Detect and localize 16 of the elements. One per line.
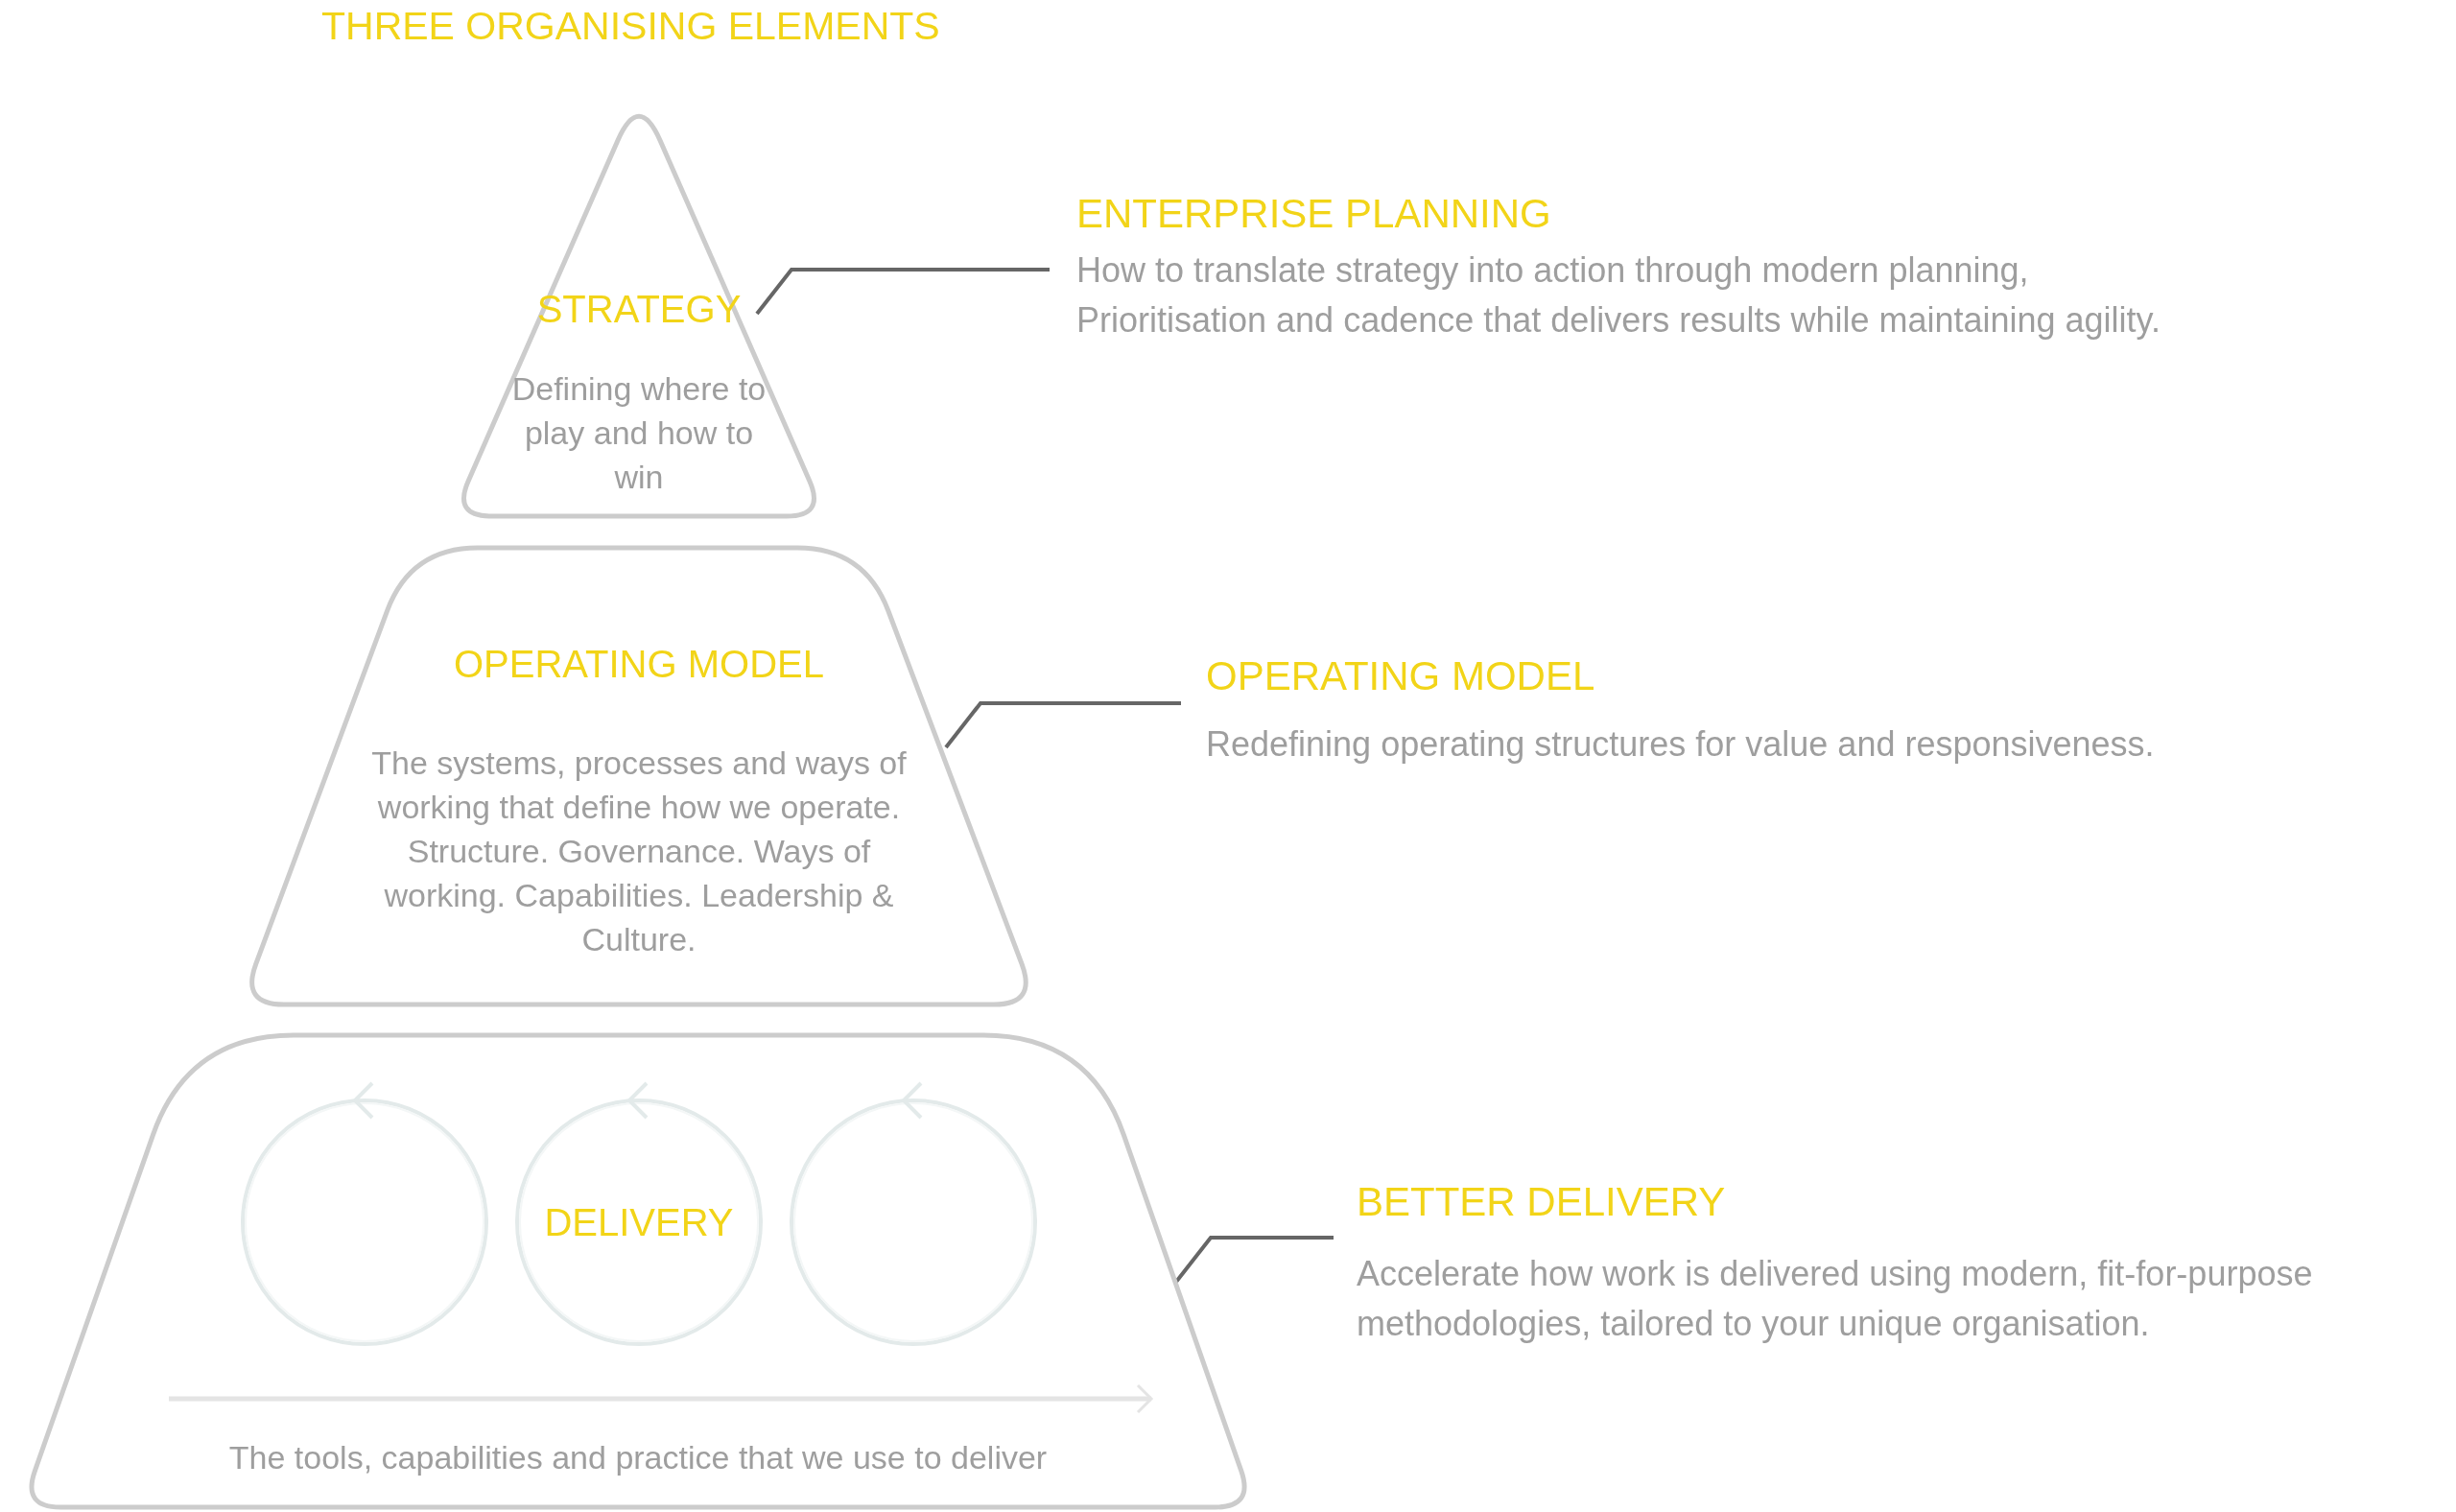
diagram-title: THREE ORGANISING ELEMENTS	[321, 3, 940, 50]
heading: STRATEGY	[535, 287, 743, 332]
heading: OPERATING MODEL	[453, 642, 825, 687]
description: Defining where to play and how to win	[510, 369, 768, 497]
leader-line	[755, 268, 1050, 316]
heading: BETTER DELIVERY	[1357, 1178, 1727, 1226]
description: How to translate strategy into action through modern planning, Prioritisation and cadence that delivers results while maintaining agility.	[1076, 249, 2161, 342]
description: Accelerate how work is delivered using modern, fit-for-purpose methodologies, tailored to your unique organisation.	[1357, 1253, 2314, 1345]
heading: DELIVERY	[543, 1200, 735, 1245]
description: The systems, processes and ways of working that define how we operate. Structure. Governance. Ways of working. Capabilities. Leadership & Culture.	[370, 744, 908, 959]
heading: OPERATING MODEL	[1206, 652, 1596, 700]
leader-line	[1174, 1236, 1334, 1284]
heading: ENTERPRISE PLANNING	[1076, 190, 1552, 238]
description: Redefining operating structures for value and responsiveness.	[1206, 723, 2156, 766]
description: The tools, capabilities and practice that we use to deliver	[227, 1438, 1049, 1477]
leader-line	[944, 701, 1181, 749]
